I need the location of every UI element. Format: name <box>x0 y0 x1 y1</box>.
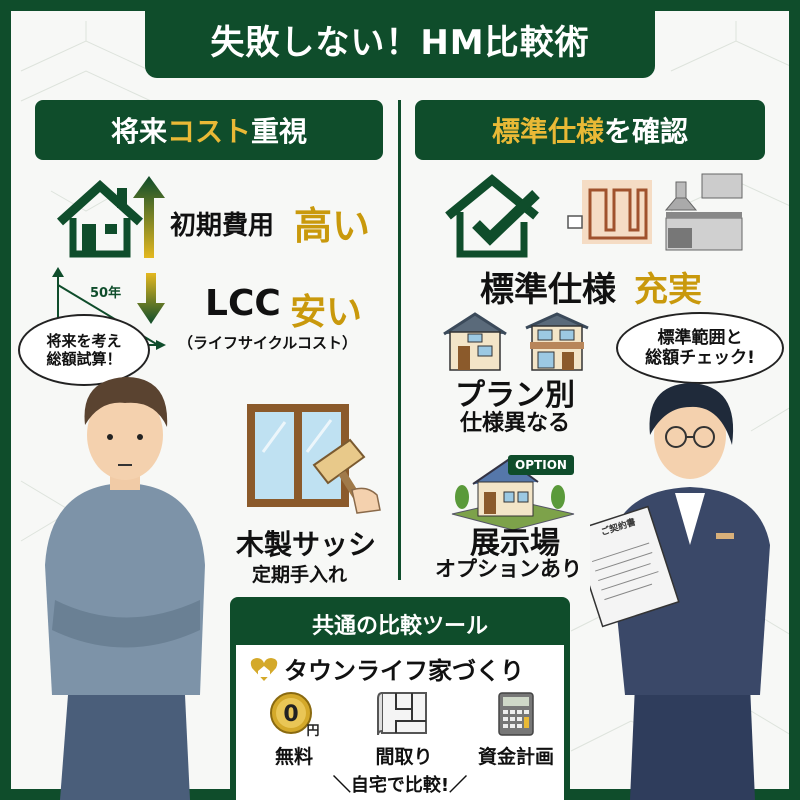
brand-row: タウンライフ家づくり <box>250 651 524 686</box>
brand-name: タウンライフ家づくり <box>284 657 524 685</box>
house-single-story-icon <box>443 312 507 371</box>
house-icon <box>56 180 144 258</box>
coin-digit: 0 <box>283 702 298 727</box>
left-section-heading: 将来コスト重視 <box>35 100 383 160</box>
floor-plan-icon <box>377 692 427 736</box>
tool-item-floorplan: 間取り <box>364 691 444 769</box>
footer-left-mark: ＼ <box>332 775 351 796</box>
coin-suffix: 円 <box>306 724 319 737</box>
right-section-heading: 標準仕様を確認 <box>415 100 765 160</box>
page-title: 失敗しない！HM比較術 <box>145 0 655 78</box>
tool-label: 資金計画 <box>477 746 554 768</box>
heading-highlight: 標準仕様 <box>491 115 604 148</box>
tool-label: 間取り <box>375 746 433 768</box>
bubble-line: 総額チェック! <box>645 348 755 368</box>
bubble-line: 将来を考え <box>46 332 122 350</box>
bubble-line: 標準範囲と <box>657 327 743 348</box>
showroom-title: 展示場 <box>470 526 560 561</box>
heading-text: 重視 <box>251 115 308 148</box>
arrow-down-icon <box>137 273 165 324</box>
heading-highlight: コスト <box>166 115 251 148</box>
heart-house-icon <box>250 657 278 681</box>
tools-heading: 共通の比較ツール <box>236 603 564 645</box>
standard-label: 標準仕様 <box>480 270 616 310</box>
footer-right-mark: ／ <box>449 775 468 796</box>
showroom-note: オプションあり <box>435 557 582 581</box>
paintbrush-icon <box>312 438 381 514</box>
tools-panel: 共通の比較ツール タウンライフ家づくり 0 円 無料 間取り <box>230 597 570 800</box>
arrow-up-icon <box>133 176 165 258</box>
house-check-icon <box>445 174 540 258</box>
calculator-icon <box>498 692 534 736</box>
initial-cost-label: 初期費用 <box>170 211 275 241</box>
sash-title: 木製サッシ <box>236 528 377 561</box>
right-speech-bubble: 標準範囲と 総額チェック! <box>616 312 784 384</box>
lcc-note: （ライフサイクルコスト） <box>178 334 357 352</box>
tool-item-free: 0 円 無料 <box>264 691 324 769</box>
heading-text: を確認 <box>604 115 689 148</box>
initial-cost-value: 高い <box>294 204 371 248</box>
tool-label: 無料 <box>274 746 313 768</box>
plan-title: プラン別 <box>455 378 575 413</box>
bubble-line: 総額試算！ <box>46 350 122 368</box>
section-divider <box>398 100 401 580</box>
woman-illustration <box>590 383 770 800</box>
option-badge: OPTION <box>508 455 574 475</box>
coin-zero-yen-icon: 0 円 <box>270 692 320 739</box>
footer-text: 自宅で比較! <box>350 775 450 796</box>
years-label: 50年 <box>90 286 122 301</box>
tool-item-financial: 資金計画 <box>466 691 566 769</box>
lcc-label: LCC <box>205 283 281 324</box>
floor-heating-icon <box>567 180 652 244</box>
left-speech-bubble: 将来を考え 総額試算！ <box>18 314 150 386</box>
standard-value: 充実 <box>634 270 702 310</box>
house-two-story-icon <box>525 312 589 371</box>
plan-note: 仕様異なる <box>460 411 571 436</box>
kitchen-icon <box>664 173 743 251</box>
sash-note: 定期手入れ <box>252 564 348 586</box>
tools-footer: ＼自宅で比較!／ <box>236 771 564 797</box>
lcc-value: 安い <box>290 292 363 333</box>
model-house-icon <box>451 458 575 531</box>
man-illustration <box>45 377 205 800</box>
wooden-window-icon <box>247 404 349 507</box>
heading-text: 将来 <box>110 115 167 148</box>
